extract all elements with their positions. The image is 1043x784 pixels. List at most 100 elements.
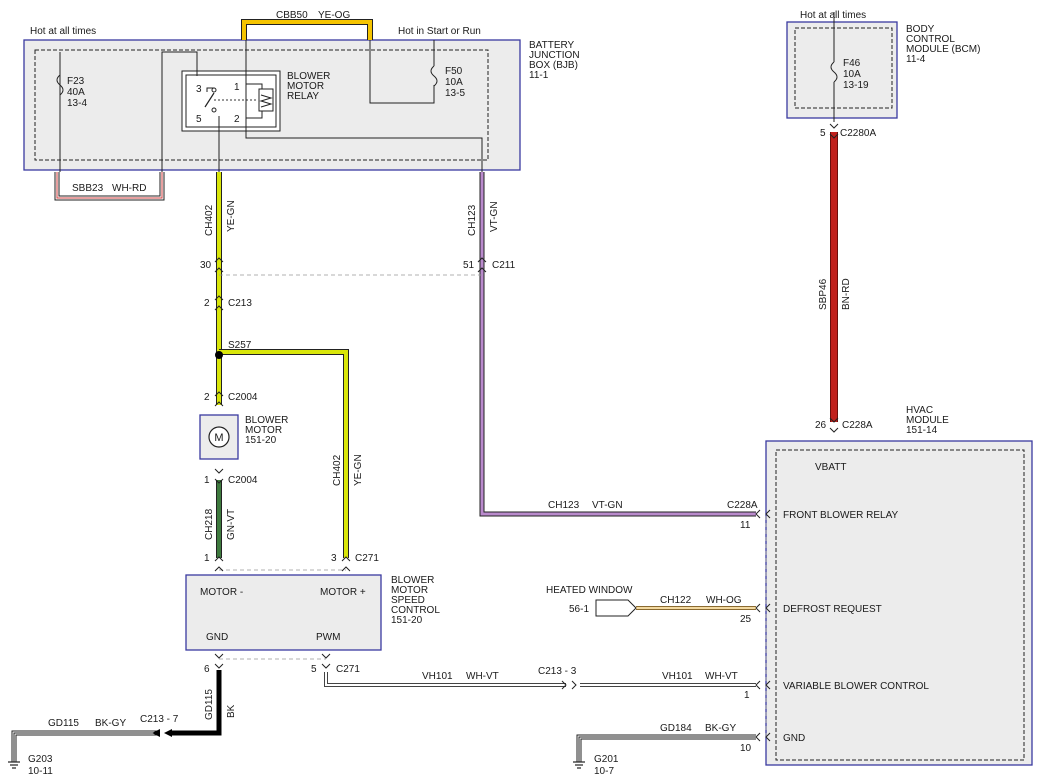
blower-motor-speed-control <box>185 574 382 651</box>
motor-ref: 151-20 <box>245 435 277 446</box>
relay-pin-3: 3 <box>196 84 202 95</box>
c271-pin-3: 3 <box>331 553 337 564</box>
ch123-top-label: CH123 <box>467 204 478 236</box>
pin-motor-plus: MOTOR + <box>320 587 366 598</box>
gd115-label: GD115 <box>48 718 79 729</box>
ch123-bot-color: VT-GN <box>592 500 623 511</box>
f46-label: F46 <box>843 58 861 69</box>
f50-label: F50 <box>445 66 463 77</box>
g203-label: G203 <box>28 754 53 765</box>
g203-ref: 10-11 <box>28 766 53 777</box>
ch218-label: CH218 <box>204 508 215 540</box>
f50-rating: 10A <box>445 77 463 88</box>
motor-name-2: MOTOR <box>245 425 282 436</box>
hvac-front-blower-relay: FRONT BLOWER RELAY <box>783 510 899 521</box>
pin-10: 10 <box>740 743 752 754</box>
c213-3-label: C213 - 3 <box>538 666 577 677</box>
hvac-name-1: HVAC <box>906 405 933 416</box>
bjb-name-3: BOX (BJB) <box>529 60 578 71</box>
g201-ref: 10-7 <box>594 766 614 777</box>
bjb-name-1: BATTERY <box>529 40 575 51</box>
c2280a-label: C2280A <box>840 128 876 139</box>
heated-window-ref: 56-1 <box>569 604 589 615</box>
cbb50-label: CBB50 <box>276 10 308 21</box>
c228a-top-label: C228A <box>842 420 873 431</box>
pin-pwm: PWM <box>316 632 340 643</box>
c213-pin: 2 <box>204 298 210 309</box>
ch218-color: GN-VT <box>226 509 237 540</box>
c211-pin-30: 30 <box>200 260 212 271</box>
relay-name-3: RELAY <box>287 91 319 102</box>
gd115-v-label: GD115 <box>204 689 215 720</box>
vh101-b-label: VH101 <box>662 671 693 682</box>
c211-label: C211 <box>492 260 516 271</box>
c271-pin-5: 5 <box>311 664 317 675</box>
hot-label-right: Hot at all times <box>800 10 866 21</box>
f46-ref: 13-19 <box>843 80 869 91</box>
f23-label: F23 <box>67 76 85 87</box>
bcm-name-2: CONTROL <box>906 34 955 45</box>
fuse-f50-icon <box>430 65 438 87</box>
hvac-module <box>765 440 1033 766</box>
ground-g201-icon <box>573 761 585 769</box>
ground-g203-icon <box>8 761 20 769</box>
pin-motor-minus: MOTOR - <box>200 587 243 598</box>
c2280a-pin: 5 <box>820 128 826 139</box>
bjb-name-2: JUNCTION <box>529 50 580 61</box>
f50-ref: 13-5 <box>445 88 465 99</box>
sbb23-color: WH-RD <box>112 183 146 194</box>
ch402-mid-color: YE-GN <box>353 454 364 486</box>
c271-pin-1: 1 <box>204 553 210 564</box>
bcm-ref: 11-4 <box>906 54 926 65</box>
sbb23-label: SBB23 <box>72 183 104 194</box>
relay-pin-1: 1 <box>234 82 240 93</box>
c213-7-label: C213 - 7 <box>140 714 179 725</box>
ch402-mid-label: CH402 <box>332 454 343 486</box>
hvac-gnd: GND <box>783 733 805 744</box>
vh101-a-label: VH101 <box>422 671 453 682</box>
c211-pin-51: 51 <box>463 260 475 271</box>
sbp46-label: SBP46 <box>818 278 829 310</box>
fuse-f23-icon <box>56 74 64 96</box>
vh101-b-color: WH-VT <box>705 671 738 682</box>
bmsc-name-4: CONTROL <box>391 605 440 616</box>
bjb-ref: 11-1 <box>529 70 549 81</box>
body-control-module <box>786 21 898 119</box>
relay-name-2: MOTOR <box>287 81 324 92</box>
g201-label: G201 <box>594 754 619 765</box>
hot-label-left: Hot at all times <box>30 26 96 37</box>
ch123-bot-label: CH123 <box>548 500 580 511</box>
hot-start-run-label: Hot in Start or Run <box>398 26 481 37</box>
c2004-bot-pin: 1 <box>204 475 210 486</box>
ch122-color: WH-OG <box>706 595 742 606</box>
ch402-top-color: YE-GN <box>226 200 237 232</box>
ch402-top-label: CH402 <box>204 204 215 236</box>
pin-11: 11 <box>740 520 751 531</box>
motor-name-1: BLOWER <box>245 415 288 426</box>
heated-window-connector <box>595 599 637 617</box>
splice-s257 <box>215 351 223 359</box>
hvac-defrost-request: DEFROST REQUEST <box>783 604 882 615</box>
ch122-label: CH122 <box>660 595 692 606</box>
bcm-name-3: MODULE (BCM) <box>906 44 980 55</box>
f46-rating: 10A <box>843 69 861 80</box>
relay-switch-icon <box>204 92 215 108</box>
c213-label: C213 <box>228 298 252 309</box>
gd184-label: GD184 <box>660 723 692 734</box>
motor-icon <box>208 426 230 448</box>
ch123-top-color: VT-GN <box>489 201 500 232</box>
bmsc-name-1: BLOWER <box>391 575 434 586</box>
f23-ref: 13-4 <box>67 98 87 109</box>
gd115-v-color: BK <box>226 704 237 718</box>
s257-label: S257 <box>228 340 252 351</box>
relay-pin-5: 5 <box>196 114 202 125</box>
motor-symbol: M <box>214 432 223 444</box>
pin-25: 25 <box>740 614 752 625</box>
c2004-top-label: C2004 <box>228 392 258 403</box>
vh101-a-color: WH-VT <box>466 671 499 682</box>
hvac-vbatt: VBATT <box>815 462 846 473</box>
relay-pin-2: 2 <box>234 114 240 125</box>
heated-window-label: HEATED WINDOW <box>546 585 633 596</box>
bmsc-name-3: SPEED <box>391 595 425 606</box>
